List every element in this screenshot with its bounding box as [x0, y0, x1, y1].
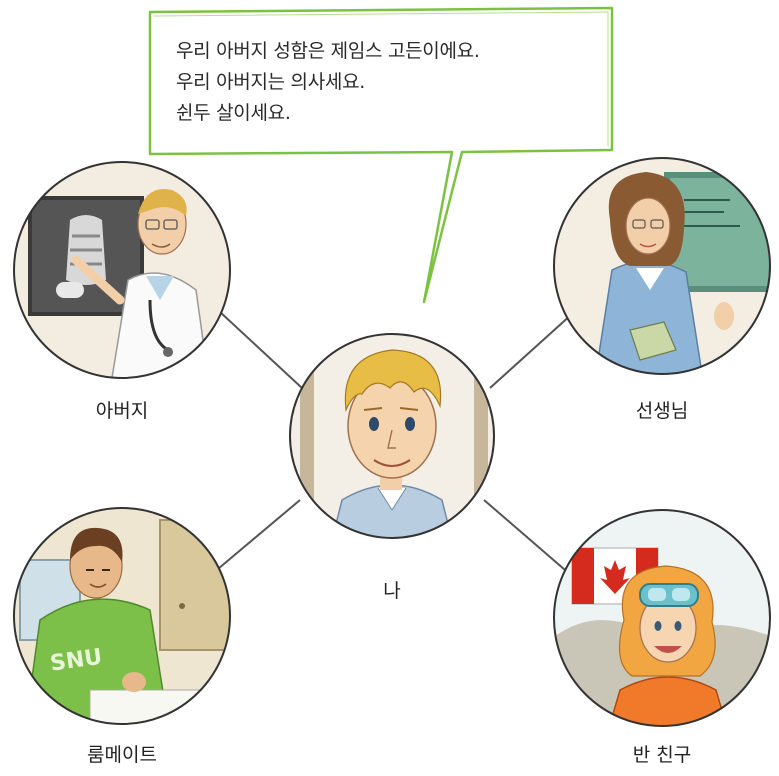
speech-line-2: 우리 아버지는 의사세요.	[176, 71, 366, 93]
teacher-label: 선생님	[635, 400, 689, 422]
connector-teacher	[489, 313, 573, 389]
father-label: 아버지	[95, 400, 149, 422]
speech-bubble	[148, 6, 614, 304]
roommate-illustration: SNU	[14, 508, 230, 724]
speech-line-1: 우리 아버지 성함은 제임스 고든이에요.	[176, 40, 480, 62]
teacher-illustration	[554, 158, 770, 374]
father-illustration	[14, 162, 230, 378]
connector-father	[219, 311, 303, 389]
me-label: 나	[383, 580, 401, 602]
connector-roommate	[211, 499, 301, 575]
me-illustration	[290, 334, 494, 538]
classmate-label: 반 친구	[632, 744, 692, 766]
connector-classmate	[483, 499, 573, 577]
classmate-illustration	[554, 510, 770, 726]
speech-line-3: 쉰두 살이세요.	[176, 102, 291, 124]
connectors	[211, 311, 573, 577]
speech-bubble-text: 우리 아버지 성함은 제임스 고든이에요. 우리 아버지는 의사세요. 쉰두 살…	[176, 36, 596, 129]
roommate-label: 룸메이트	[87, 744, 157, 766]
